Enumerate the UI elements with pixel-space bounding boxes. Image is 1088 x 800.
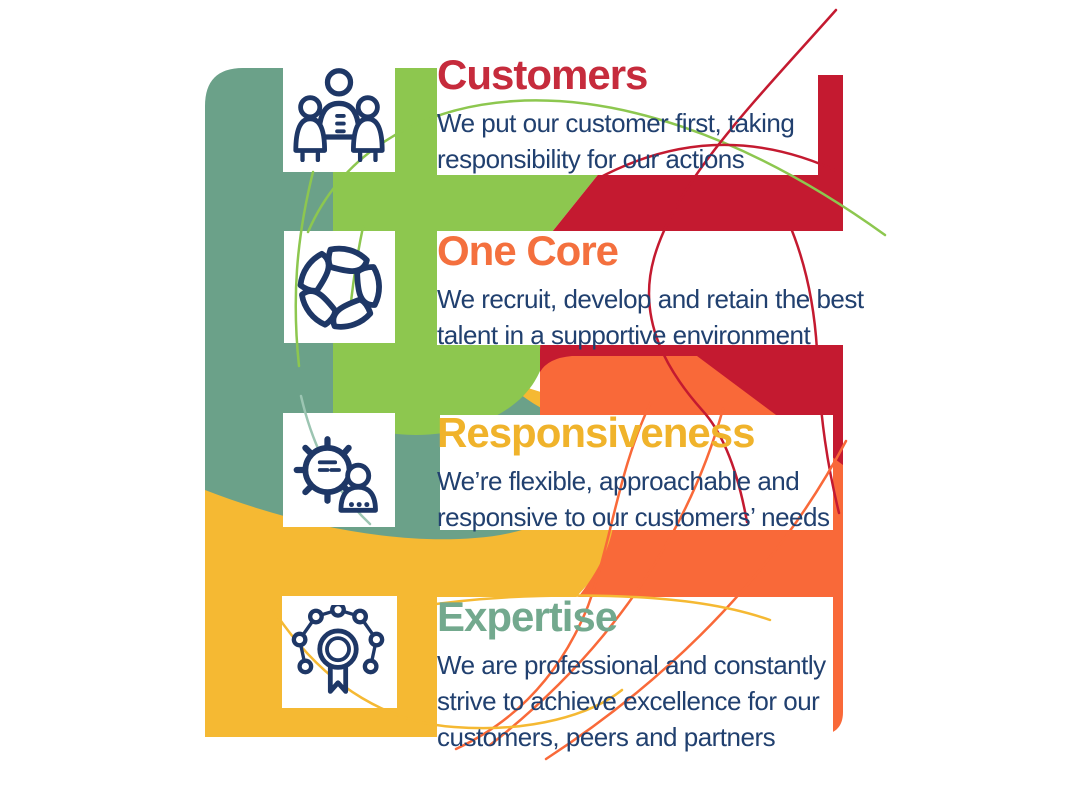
- section-expertise: Expertise We are professional and consta…: [437, 594, 937, 755]
- gear-person-icon: [283, 413, 395, 527]
- section-body-line: talent in a supportive environment: [437, 320, 811, 350]
- section-body-line: We put our customer first, taking: [437, 108, 795, 138]
- section-title-responsiveness: Responsiveness: [437, 409, 756, 456]
- team-icon: [283, 57, 395, 171]
- section-title-expertise: Expertise: [437, 593, 618, 640]
- award-network-icon: [282, 596, 394, 710]
- decorative-arcs: [272, 8, 887, 761]
- section-body-line: responsive to our customers’ needs: [437, 502, 830, 532]
- section-body-line: We recruit, develop and retain the best: [437, 284, 864, 314]
- section-body-line: strive to achieve excellence for our: [437, 686, 820, 716]
- section-customers: Customers We put our customer first, tak…: [437, 52, 937, 177]
- section-body-line: We are professional and constantly: [437, 650, 826, 680]
- section-one-core: One Core We recruit, develop and retain …: [437, 228, 937, 353]
- section-body-line: customers, peers and partners: [437, 722, 776, 752]
- unity-swirl-icon: [284, 231, 396, 345]
- section-body-line: We’re flexible, approachable and: [437, 466, 800, 496]
- section-body-line: responsibility for our actions: [437, 144, 745, 174]
- section-title-one-core: One Core: [437, 227, 619, 274]
- section-responsiveness: Responsiveness We’re flexible, approacha…: [437, 410, 937, 535]
- section-title-customers: Customers: [437, 51, 648, 98]
